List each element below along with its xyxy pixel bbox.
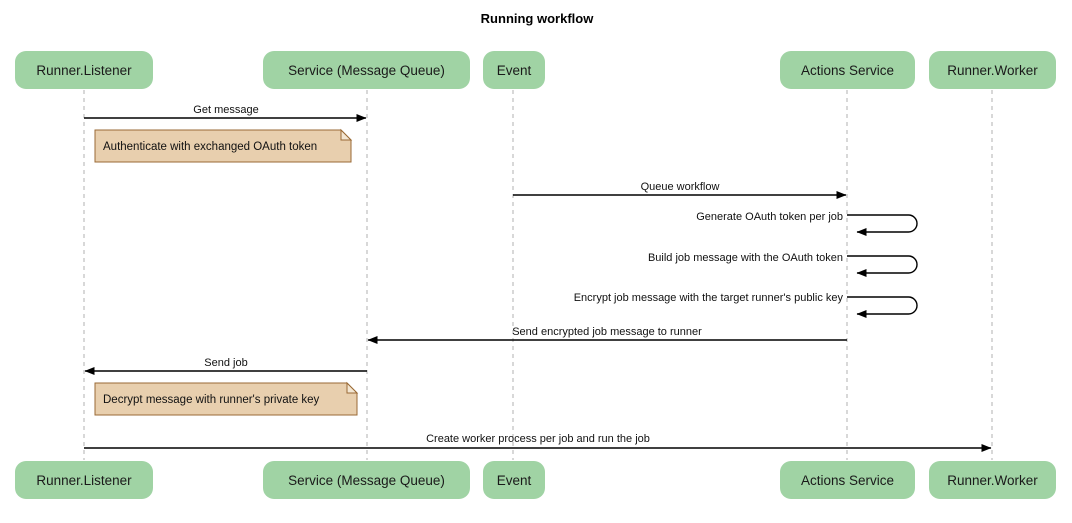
participant-label-actions_service: Actions Service <box>801 63 894 78</box>
note-fold-corner-icon-n2 <box>346 381 359 394</box>
participant-runner_worker[interactable]: Runner.Worker <box>929 461 1056 499</box>
participants-footer-row: Runner.Listener Service (Message Queue) Ev… <box>15 461 1056 499</box>
participant-runner_worker[interactable]: Runner.Worker <box>929 51 1056 89</box>
participant-box-event[interactable] <box>483 461 545 499</box>
participant-box-runner_listener[interactable] <box>15 51 153 89</box>
participant-box-service_mq[interactable] <box>263 461 470 499</box>
note-body-n2 <box>94 382 358 416</box>
note-n2[interactable]: Decrypt message with runner's private ke… <box>94 381 359 416</box>
message-m8[interactable]: Create worker process per job and run th… <box>84 433 992 452</box>
notes-layer: Authenticate with exchanged OAuth tokenD… <box>94 128 359 416</box>
message-label-m6: Send encrypted job message to runner <box>512 326 702 338</box>
message-label-m3: Generate OAuth token per job <box>696 211 843 223</box>
participant-label-runner_listener: Runner.Listener <box>36 473 132 488</box>
self-loop-path-m4 <box>847 255 918 277</box>
participant-box-runner_listener[interactable] <box>15 461 153 499</box>
participant-box-event[interactable] <box>483 51 545 89</box>
lifelines-layer <box>83 90 993 460</box>
participant-box-runner_worker[interactable] <box>929 51 1056 89</box>
message-m4[interactable]: Build job message with the OAuth token <box>648 252 918 277</box>
participant-event[interactable]: Event <box>483 461 545 499</box>
participant-label-service_mq: Service (Message Queue) <box>288 473 445 488</box>
participant-actions_service[interactable]: Actions Service <box>780 461 915 499</box>
participant-label-runner_worker: Runner.Worker <box>947 473 1038 488</box>
participant-runner_listener[interactable]: Runner.Listener <box>15 461 153 499</box>
participants-header-row: Runner.Listener Service (Message Queue) Ev… <box>15 51 1056 89</box>
note-n1[interactable]: Authenticate with exchanged OAuth token <box>94 128 353 163</box>
participant-runner_listener[interactable]: Runner.Listener <box>15 51 153 89</box>
participant-box-actions_service[interactable] <box>780 461 915 499</box>
message-m3[interactable]: Generate OAuth token per job <box>696 211 918 236</box>
message-m6[interactable]: Send encrypted job message to runner <box>367 326 847 344</box>
message-m5[interactable]: Encrypt job message with the target runn… <box>574 292 918 318</box>
participant-box-actions_service[interactable] <box>780 51 915 89</box>
message-m1[interactable]: Get message <box>84 104 367 122</box>
participant-label-event: Event <box>497 63 532 78</box>
note-fold-corner-icon-n1 <box>340 128 353 141</box>
participant-service_mq[interactable]: Service (Message Queue) <box>263 461 470 499</box>
message-m7[interactable]: Send job <box>84 357 367 375</box>
participant-label-actions_service: Actions Service <box>801 473 894 488</box>
message-label-m5: Encrypt job message with the target runn… <box>574 292 844 304</box>
participant-box-service_mq[interactable] <box>263 51 470 89</box>
participant-label-runner_listener: Runner.Listener <box>36 63 132 78</box>
participant-label-runner_worker: Runner.Worker <box>947 63 1038 78</box>
note-label-n2: Decrypt message with runner's private ke… <box>103 394 320 406</box>
message-m2[interactable]: Queue workflow <box>513 181 847 199</box>
message-label-m1: Get message <box>193 104 258 116</box>
note-label-n1: Authenticate with exchanged OAuth token <box>103 141 317 153</box>
message-label-m2: Queue workflow <box>641 181 720 193</box>
note-body-n1 <box>94 129 352 163</box>
participant-actions_service[interactable]: Actions Service <box>780 51 915 89</box>
message-label-m4: Build job message with the OAuth token <box>648 252 843 264</box>
participant-service_mq[interactable]: Service (Message Queue) <box>263 51 470 89</box>
participant-box-runner_worker[interactable] <box>929 461 1056 499</box>
participant-label-service_mq: Service (Message Queue) <box>288 63 445 78</box>
self-loop-path-m5 <box>847 296 918 318</box>
self-loop-path-m3 <box>847 214 918 236</box>
message-label-m7: Send job <box>204 357 247 369</box>
message-label-m8: Create worker process per job and run th… <box>426 433 650 445</box>
participant-label-event: Event <box>497 473 532 488</box>
participant-event[interactable]: Event <box>483 51 545 89</box>
page-title: Running workflow <box>481 11 595 26</box>
